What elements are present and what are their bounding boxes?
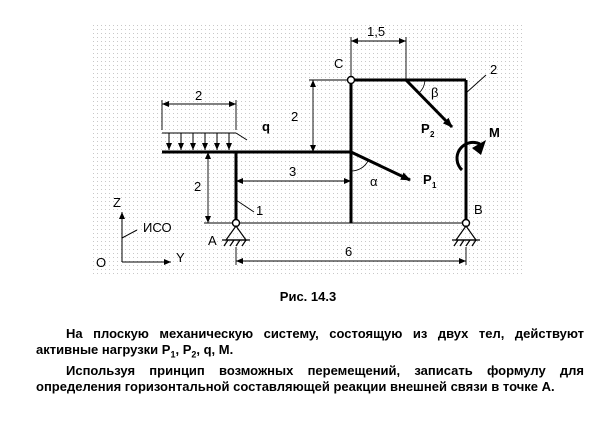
label-axis-z: Z <box>113 195 121 210</box>
label-body-1: 1 <box>256 203 263 218</box>
grid-background <box>92 25 524 275</box>
load-p1-sub: 1 <box>170 349 176 360</box>
body-1-leader <box>235 199 255 213</box>
body-2-leader <box>465 74 487 94</box>
task-text-1: На плоскую механическую систему, состоящ… <box>36 326 584 357</box>
label-axis-y: Y <box>176 250 185 265</box>
label-p2-sub: 2 <box>430 130 435 139</box>
label-left-height: 2 <box>194 179 201 194</box>
label-beam-length: 3 <box>289 164 296 179</box>
label-upper-height: 2 <box>291 109 298 124</box>
body-2 <box>349 78 468 223</box>
load-p2-sub: 2 <box>191 349 197 360</box>
dimensions <box>161 37 467 265</box>
label-point-b: B <box>474 202 483 217</box>
label-origin-o: O <box>96 255 106 270</box>
load-p2: , P <box>175 342 192 357</box>
label-q: q <box>262 119 270 134</box>
load-p1: P <box>161 342 171 357</box>
support-a <box>222 224 250 247</box>
label-q-width: 2 <box>195 88 202 103</box>
label-body-2: 2 <box>490 62 497 77</box>
label-point-c: C <box>334 56 343 71</box>
axes <box>119 212 171 265</box>
label-p1-sub: 1 <box>432 181 437 190</box>
force-p1 <box>350 150 411 182</box>
label-frame-iso: ИСО <box>143 220 172 235</box>
label-p1: P <box>423 172 432 187</box>
label-point-a: A <box>208 233 217 248</box>
label-alpha: α <box>370 174 378 189</box>
moment-m <box>455 140 486 172</box>
figure-caption: Рис. 14.3 <box>279 289 337 304</box>
body-1 <box>234 150 351 223</box>
support-b <box>452 224 480 247</box>
label-m: M <box>489 125 500 140</box>
distributed-load-q <box>162 132 248 154</box>
task-text: На плоскую механическую систему, состоящ… <box>36 326 584 395</box>
hinge-c <box>346 75 356 85</box>
task-paragraph-2: Используя принцип возможных перемещений,… <box>36 362 584 394</box>
task-paragraph-1: На плоскую механическую систему, состоящ… <box>36 326 584 363</box>
label-p2-offset: 1,5 <box>367 24 385 39</box>
mechanics-figure: 2 q 2 2 1,5 3 6 C A B 1 2 P 1 P 2 M α β … <box>92 24 524 275</box>
load-q-m: , q, M. <box>196 342 234 357</box>
label-span: 6 <box>345 244 352 259</box>
label-p2: P <box>421 121 430 136</box>
force-p2 <box>404 78 454 129</box>
label-beta: β <box>431 85 438 100</box>
